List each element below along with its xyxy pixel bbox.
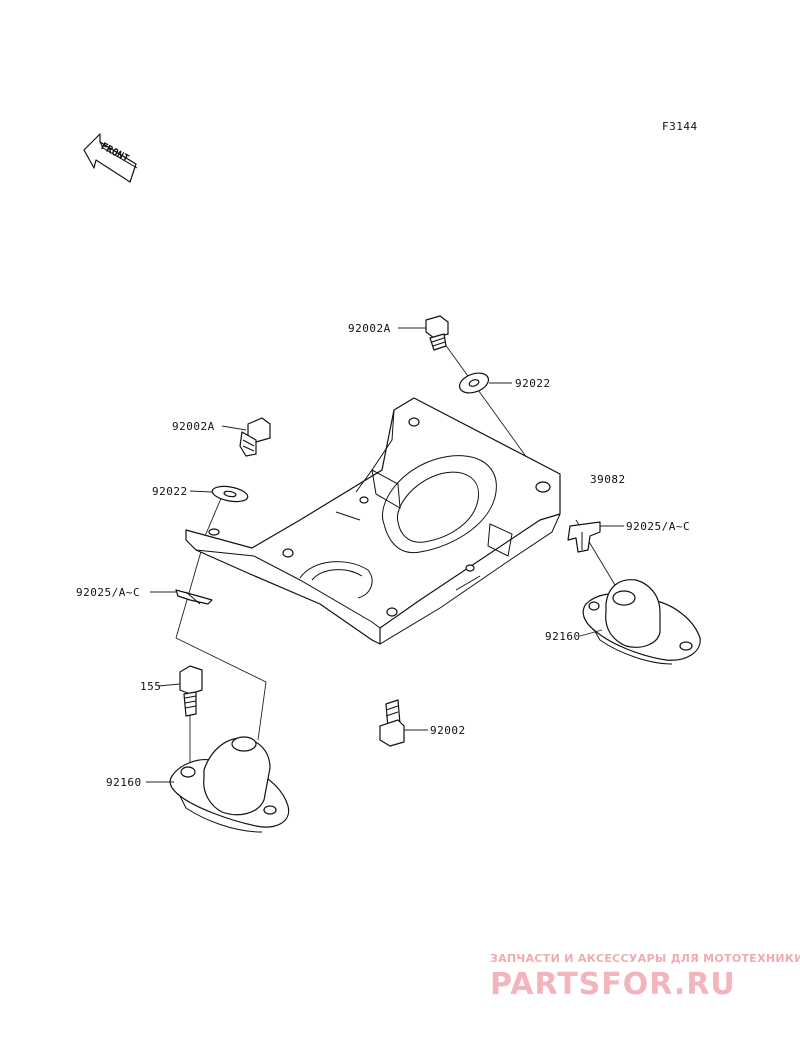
callout-bolt-155: 155 — [140, 680, 181, 693]
callout-clip-right: 92025/A~C — [600, 520, 690, 533]
callout-mount-right: 92160 — [545, 629, 603, 643]
callout-bracket: 39082 — [590, 473, 626, 486]
callout-label: 92002 — [430, 724, 466, 737]
bolt-155 — [179, 665, 203, 717]
callout-washer-top: 92022 — [489, 377, 551, 390]
callout-label: 92025/A~C — [76, 586, 140, 599]
callout-label: 92025/A~C — [626, 520, 690, 533]
engine-mount-92160-left — [169, 736, 290, 833]
callout-label: 92022 — [515, 377, 551, 390]
figure-code: F3144 — [662, 120, 698, 133]
engine-mount-92160-right — [582, 579, 701, 665]
callout-label: 92160 — [545, 630, 581, 643]
callout-bolt-top: 92002A — [348, 322, 426, 335]
washer-92022-left — [211, 485, 249, 503]
callout-stud: 92002 — [404, 724, 466, 737]
callout-mount-left: 92160 — [106, 776, 174, 789]
callout-bolt-left: 92002A — [172, 420, 247, 433]
callout-label: 92002A — [172, 420, 215, 433]
washer-92022-top — [458, 372, 490, 394]
front-direction-arrow-icon: FRONT — [83, 133, 138, 183]
engine-bracket-39082 — [185, 397, 561, 645]
callout-washer-left: 92022 — [152, 485, 213, 498]
callout-label: 92022 — [152, 485, 188, 498]
stud-92002 — [379, 699, 405, 747]
watermark-tagline: ЗАПЧАСТИ И АКСЕССУАРЫ ДЛЯ МОТОТЕХНИКИ — [490, 952, 800, 965]
bolt-92002a-left — [239, 417, 271, 457]
bolt-92002a-top — [425, 315, 449, 351]
callout-label: 92160 — [106, 776, 142, 789]
callout-label: 155 — [140, 680, 161, 693]
callout-clip-left: 92025/A~C — [76, 586, 176, 599]
callout-label: 92002A — [348, 322, 391, 335]
watermark: ЗАПЧАСТИ И АКСЕССУАРЫ ДЛЯ МОТОТЕХНИКИ PA… — [490, 952, 800, 1002]
callout-label: 39082 — [590, 473, 626, 486]
clip-92025-left — [175, 589, 213, 605]
watermark-logo: PARTSFOR.RU — [490, 967, 736, 1002]
clip-92025-right — [567, 521, 601, 553]
